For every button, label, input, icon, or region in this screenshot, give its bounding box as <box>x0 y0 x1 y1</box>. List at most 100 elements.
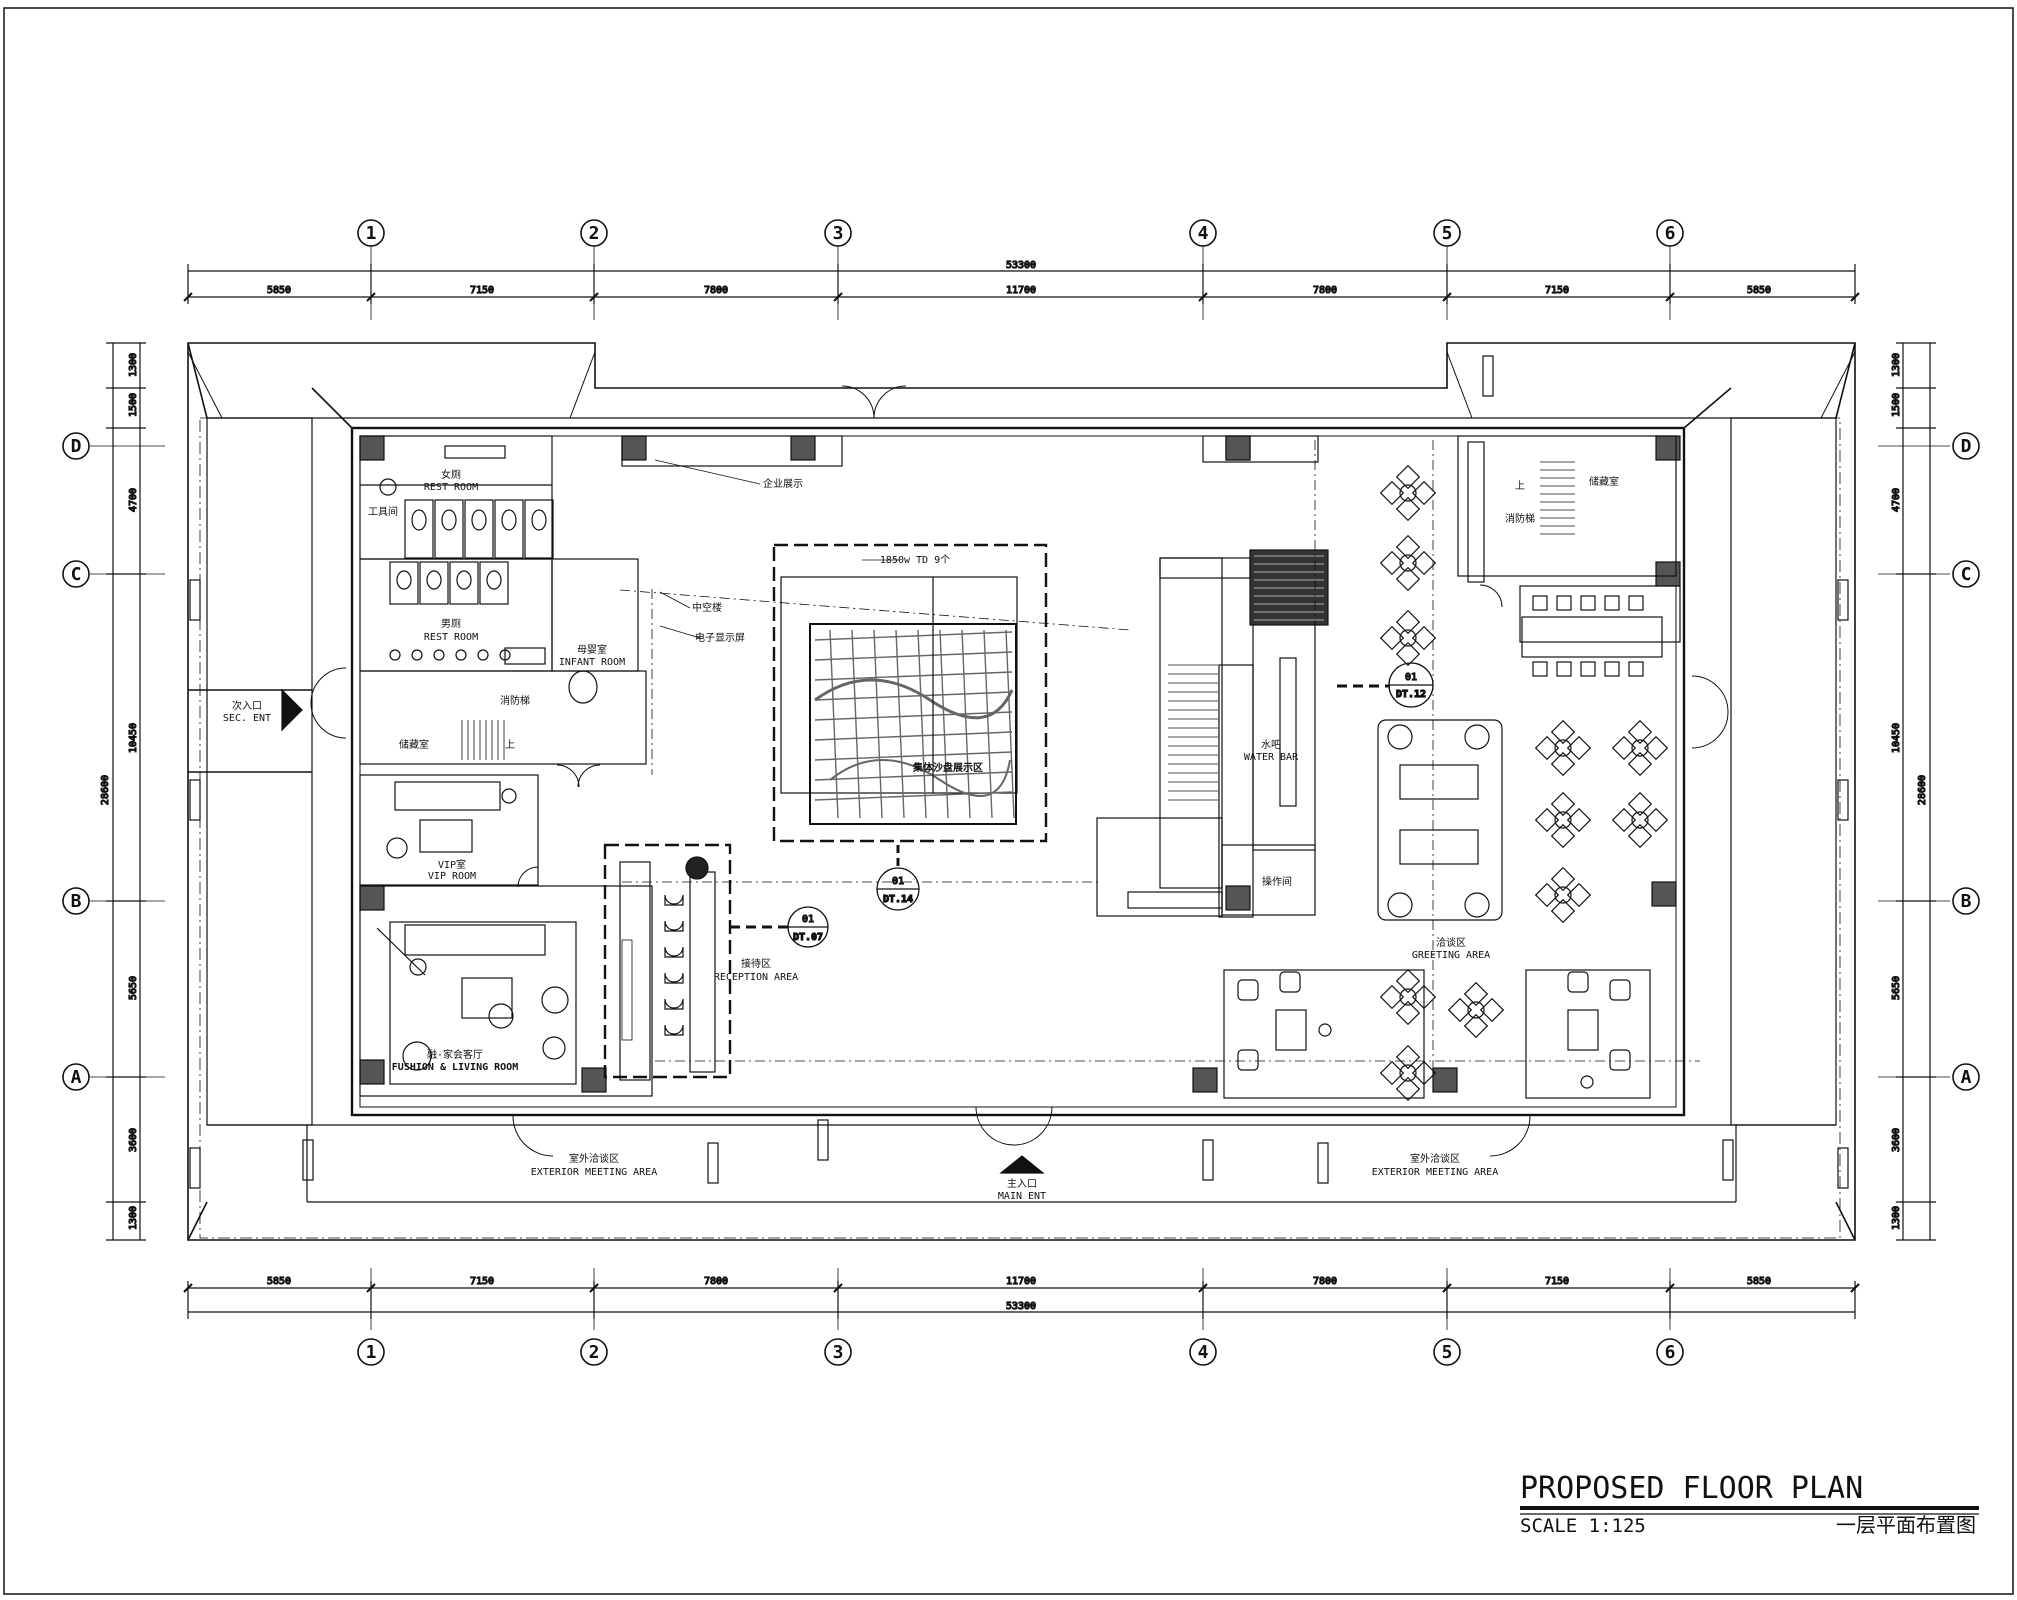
bar-stool <box>664 998 684 1010</box>
axis-label: 2 <box>589 1342 600 1363</box>
pier <box>1202 1139 1214 1181</box>
chair <box>1395 496 1421 522</box>
dim-span: 5850 <box>267 285 291 296</box>
axis-bubble <box>1433 1338 1461 1366</box>
map-road <box>961 629 971 819</box>
axis-bubble <box>580 219 608 247</box>
toilet-stall <box>404 499 434 559</box>
chair <box>1627 719 1653 745</box>
chair <box>1566 807 1592 833</box>
label-main-ent-cn: 主入口 <box>1007 1178 1037 1190</box>
dim-left-total: 28600 <box>100 775 111 805</box>
pier <box>1837 779 1849 821</box>
toilet-stall <box>494 499 524 559</box>
axis-label: 3 <box>833 223 844 244</box>
detail-callout-dt12: 01 DT.12 <box>1337 662 1434 708</box>
label-greeting-cn: 洽谈区 <box>1436 936 1466 949</box>
dim-right-span: 3600 <box>1891 1128 1902 1152</box>
label-ext-meet-en: EXTERIOR MEETING AREA <box>531 1167 657 1178</box>
chair <box>1479 997 1505 1023</box>
urinal <box>411 649 423 661</box>
armchair <box>1567 971 1589 993</box>
label-living-cn: 融·家会客厅 <box>427 1048 483 1061</box>
axis-label: 5 <box>1442 1342 1453 1363</box>
display-wall <box>1202 435 1319 463</box>
dim-tick-mark <box>1850 1283 1860 1293</box>
bar-stool <box>664 894 684 906</box>
map-road <box>814 791 1013 801</box>
door-swings <box>310 385 1729 1157</box>
label-living-en: FUSHION & LIVING ROOM <box>392 1062 518 1073</box>
chair <box>1532 595 1548 611</box>
axis-bubble <box>62 560 90 588</box>
map-road <box>814 771 1013 781</box>
axis-bubble <box>1952 887 1980 915</box>
armchair <box>1609 1049 1631 1071</box>
toilet <box>396 570 412 590</box>
dim-tick-mark <box>183 1283 193 1293</box>
label-water-bar-en: WATER BAR <box>1244 752 1299 763</box>
chair <box>1627 751 1653 777</box>
label-sand-table: 集体沙盘展示区 <box>912 761 983 774</box>
dim-left-span: 1500 <box>128 393 139 417</box>
label-storage: 储藏室 <box>399 738 429 751</box>
callout-num: 01 <box>892 876 904 887</box>
bar-stool <box>664 920 684 932</box>
axis-label: A <box>71 1067 82 1088</box>
map-road <box>851 629 861 819</box>
dim-left-span: 5650 <box>128 976 139 1000</box>
structural-columns <box>359 435 1681 1093</box>
label-tool-room: 工具间 <box>368 505 398 518</box>
bar-stool <box>664 972 684 984</box>
reception-area <box>603 843 732 1081</box>
label-water-bar-cn: 水吧 <box>1261 739 1281 751</box>
dim-right-span: 5650 <box>1891 976 1902 1000</box>
column <box>1225 435 1251 461</box>
dim-tick-mark <box>1850 292 1860 302</box>
building-outline <box>187 342 1856 1241</box>
column <box>1225 885 1251 911</box>
table <box>1554 739 1572 757</box>
map-road <box>814 671 1013 681</box>
toilet <box>441 509 457 531</box>
table <box>1554 811 1572 829</box>
dim-span: 7150 <box>1545 1276 1569 1287</box>
dim-total-top: 53300 <box>1006 260 1036 271</box>
pier <box>707 1142 719 1184</box>
plan-title: PROPOSED FLOOR PLAN <box>1520 1471 1863 1506</box>
chair <box>1534 807 1560 833</box>
chair <box>1534 735 1560 761</box>
map-road <box>814 651 1013 661</box>
dim-span: 7800 <box>1313 1276 1337 1287</box>
dim-right-span: 10450 <box>1891 723 1902 753</box>
chair <box>1411 984 1437 1010</box>
callout-ref: DT.14 <box>883 894 913 905</box>
axis-label: 6 <box>1665 1342 1676 1363</box>
chair <box>1643 735 1669 761</box>
axis-bubble <box>62 887 90 915</box>
map-river <box>814 678 1014 720</box>
table <box>1399 554 1417 572</box>
urinal <box>477 649 489 661</box>
label-central-ac: 中空楼 <box>692 601 722 614</box>
label-led-note: 1850w TD 9个 <box>880 554 950 566</box>
partition-lines <box>619 440 1700 1090</box>
sec-entrance-arrow <box>281 688 303 732</box>
chair <box>1379 984 1405 1010</box>
chair <box>1550 866 1576 892</box>
chair <box>1604 661 1620 677</box>
chair <box>1379 1060 1405 1086</box>
chair <box>1395 1000 1421 1026</box>
axis-bubble <box>1952 1063 1980 1091</box>
chair <box>1411 550 1437 576</box>
map-road <box>814 631 1013 641</box>
label-storage-r: 储藏室 <box>1589 475 1619 488</box>
toilet-stall <box>434 499 464 559</box>
chair <box>1395 968 1421 994</box>
table <box>1631 739 1649 757</box>
chair <box>1628 595 1644 611</box>
chair <box>1550 719 1576 745</box>
column <box>790 435 816 461</box>
chair <box>1604 595 1620 611</box>
label-up-r: 上 <box>1515 480 1525 492</box>
